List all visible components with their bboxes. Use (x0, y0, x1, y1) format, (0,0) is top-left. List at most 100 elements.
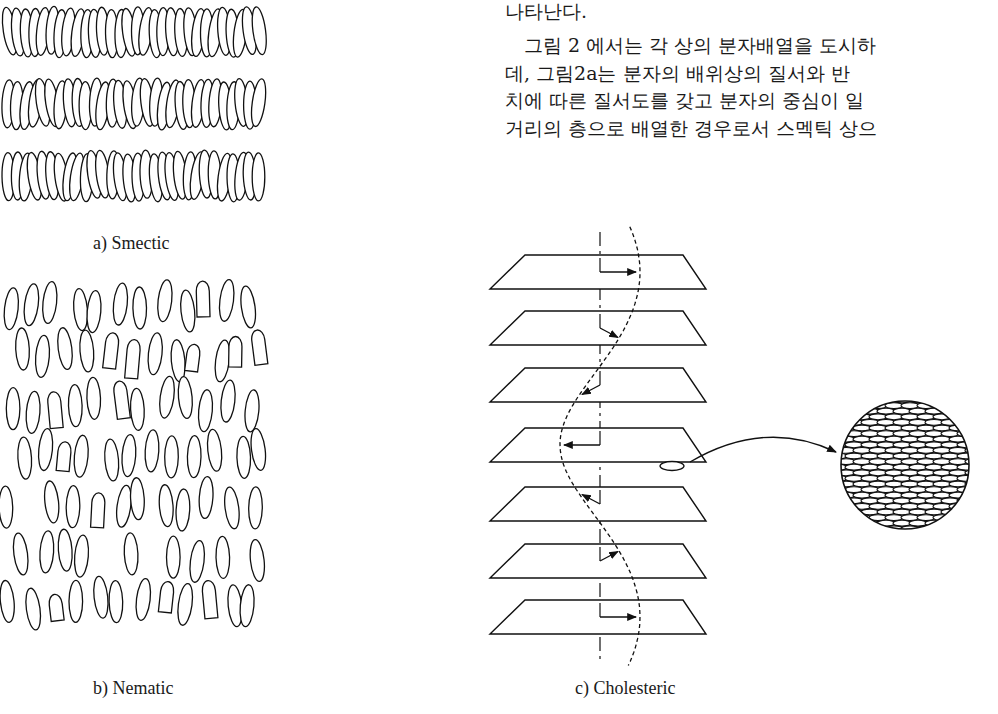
layer-molecule (829, 453, 847, 459)
nematic-molecule (132, 287, 146, 329)
nematic-molecule (249, 428, 268, 471)
layer-molecule (917, 470, 935, 476)
nematic-molecule (179, 289, 197, 332)
layer-molecule (957, 397, 975, 403)
smectic-molecules (0, 6, 269, 203)
layer-plane (490, 255, 706, 289)
layer-molecule (893, 408, 911, 414)
layer-molecule (957, 420, 975, 426)
nematic-molecule (130, 388, 146, 431)
nematic-molecule (24, 587, 43, 630)
axis-segment (599, 371, 600, 385)
layer-molecule (957, 487, 975, 493)
layer-molecule (917, 459, 935, 465)
layer-molecule (901, 436, 919, 442)
director-arrow (600, 271, 636, 272)
layer-molecule (853, 481, 871, 487)
nematic-molecule (2, 287, 20, 330)
nematic-molecule (0, 580, 16, 623)
layer-molecule (925, 476, 943, 482)
nematic-molecule (56, 327, 75, 370)
layer-molecule (829, 476, 847, 482)
layer-molecule (829, 520, 847, 526)
layer-molecule (901, 492, 919, 498)
layer-molecule (949, 470, 967, 476)
layer-molecule (861, 442, 879, 448)
layer-molecule (869, 436, 887, 442)
layer-molecule (957, 509, 975, 515)
molecule-mark (660, 462, 684, 471)
layer-molecule (893, 520, 911, 526)
layer-molecule (909, 442, 927, 448)
layer-molecule (845, 420, 863, 426)
smectic-molecule (249, 78, 268, 127)
layer-molecule (949, 481, 967, 487)
body-text-line: 치에 따른 질서도를 갖고 분자의 중심이 일 (505, 89, 864, 112)
nematic-molecule (206, 429, 224, 472)
nematic-molecule (188, 540, 207, 583)
layer-molecule (837, 526, 855, 532)
layer-molecule (837, 504, 855, 510)
layer-molecule (893, 431, 911, 437)
nematic-molecule (198, 476, 214, 519)
nematic-molecule (248, 539, 266, 582)
nematic-molecule (68, 384, 83, 426)
layer-molecule (877, 464, 895, 470)
layer-molecule (925, 442, 943, 448)
nematic-molecule (11, 532, 30, 575)
layer-plane (490, 311, 706, 345)
magnified-layer (829, 395, 983, 535)
layer-molecule (869, 414, 887, 420)
layer-molecule (845, 487, 863, 493)
layer-molecule (845, 442, 863, 448)
layer-molecule (885, 414, 903, 420)
figure-caption: c) Cholesteric (575, 678, 675, 700)
layer-molecule (829, 464, 847, 470)
layer-molecule (885, 470, 903, 476)
layer-molecule (901, 470, 919, 476)
layer-molecule (965, 436, 983, 442)
nematic-molecule (78, 330, 95, 373)
nematic-molecule (0, 486, 13, 528)
layer-molecule (909, 464, 927, 470)
axis-segment (599, 431, 600, 445)
layer-molecule (861, 397, 879, 403)
layer-molecule (837, 492, 855, 498)
nematic-molecule (236, 436, 251, 478)
layer-molecule (877, 487, 895, 493)
layer-molecule (893, 464, 911, 470)
layer-molecule (877, 442, 895, 448)
layer-molecule (901, 481, 919, 487)
layer-molecule (901, 414, 919, 420)
layer-molecule (845, 464, 863, 470)
layer-molecule (877, 431, 895, 437)
layer-molecule (957, 520, 975, 526)
layer-molecule (917, 414, 935, 420)
layer-molecule (829, 509, 847, 515)
layer-molecule (853, 492, 871, 498)
layer-molecule (933, 436, 951, 442)
nematic-molecule (125, 339, 141, 379)
nematic-molecule (144, 430, 160, 473)
nematic-molecule (215, 536, 230, 578)
layer-molecule (877, 498, 895, 504)
layer-molecule (941, 431, 959, 437)
layer-molecule (861, 487, 879, 493)
layer-molecule (949, 492, 967, 498)
layer-molecule (957, 476, 975, 482)
layer-molecule (885, 448, 903, 454)
layer-molecule (893, 498, 911, 504)
layer-molecule (837, 403, 855, 409)
layer-molecule (925, 464, 943, 470)
director-arrow (600, 616, 636, 617)
layer-molecule (901, 504, 919, 510)
layer-molecule (941, 520, 959, 526)
nematic-molecule (123, 532, 139, 575)
director-arrow (600, 328, 618, 338)
nematic-molecule (103, 332, 120, 369)
cholesteric-planes (490, 255, 706, 634)
layer-molecule (845, 408, 863, 414)
helix-curve (560, 227, 640, 666)
nematic-molecule (103, 439, 120, 482)
layer-molecule (917, 448, 935, 454)
